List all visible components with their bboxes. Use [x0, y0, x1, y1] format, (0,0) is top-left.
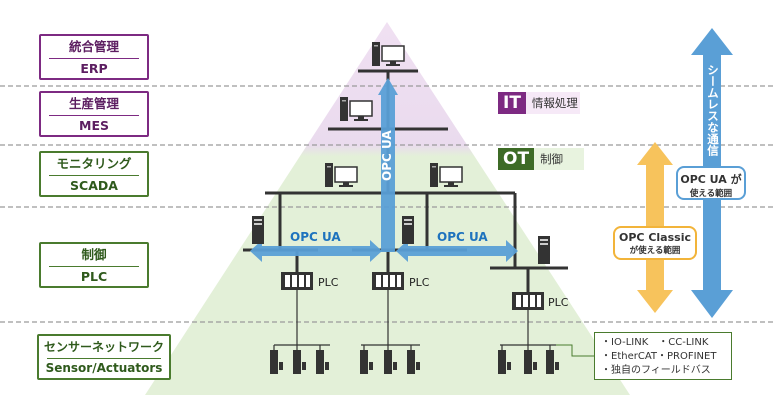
level-sensor: センサーネットワーク Sensor/Actuators [37, 334, 171, 380]
opc-ua-vertical-arrow [378, 78, 398, 252]
fieldbus-item: ・EtherCAT・PROFINET [601, 351, 717, 362]
level-erp: 統合管理 ERP [39, 34, 149, 80]
opc-ua-horizontal-label-right: OPC UA [437, 230, 488, 244]
ot-badge-text: 制御 [540, 152, 564, 166]
opc-ua-horizontal-arrow-right [396, 240, 518, 262]
level-mes: 生産管理 MES [39, 91, 149, 137]
desktop-computer-icon [430, 163, 463, 187]
plc-label: PLC [548, 296, 569, 309]
ot-badge: OT 制御 [498, 148, 584, 170]
plc-unit-icon [512, 292, 544, 310]
level-en-label: PLC [80, 269, 108, 284]
level-jp-label: 制御 [81, 247, 107, 262]
opc-classic-subtitle: が使える範囲 [629, 246, 681, 256]
desktop-computer-icon [372, 42, 405, 66]
desktop-computer-icon [325, 163, 358, 187]
opc-ua-range-title: OPC UA が [680, 173, 742, 186]
level-en-label: MES [79, 118, 109, 133]
server-tower-icon [538, 236, 550, 264]
seamless-communication-label: シームレスな通信 [706, 64, 720, 156]
opc-classic-title: OPC Classic [619, 231, 691, 244]
fieldbus-item: ・独自のフィールドバス [601, 365, 711, 376]
level-jp-label: センサーネットワーク [43, 340, 164, 354]
level-plc: 制御 PLC [39, 242, 149, 288]
opc-ua-range-box: OPC UA が 使える範囲 [676, 166, 746, 200]
opc-ua-range-subtitle: 使える範囲 [689, 189, 733, 199]
plc-label: PLC [409, 276, 430, 289]
plc-unit-icon [372, 272, 404, 290]
plc-unit-icon [281, 272, 313, 290]
sensor-device-icon [270, 350, 559, 374]
level-en-label: SCADA [70, 178, 118, 193]
server-tower-icon [402, 216, 414, 244]
level-jp-label: 生産管理 [68, 96, 119, 111]
field-wires [273, 290, 556, 350]
opc-ua-horizontal-label-left: OPC UA [290, 230, 341, 244]
desktop-computer-icon [340, 97, 373, 121]
level-jp-label: モニタリング [56, 156, 132, 171]
it-tag: IT [498, 92, 526, 114]
opc-ua-horizontal-arrow-left [250, 240, 382, 262]
level-scada: モニタリング SCADA [39, 151, 149, 197]
level-en-label: Sensor/Actuators [45, 361, 163, 375]
opc-classic-range-box: OPC Classic が使える範囲 [613, 226, 697, 260]
level-en-label: ERP [80, 61, 108, 76]
plc-label: PLC [318, 276, 339, 289]
server-tower-icon [252, 216, 264, 244]
it-badge-text: 情報処理 [531, 96, 578, 110]
it-badge: IT 情報処理 [498, 92, 580, 114]
fieldbus-item: ・IO-LINK ・CC-LINK [601, 337, 709, 348]
fieldbus-connector [556, 344, 594, 357]
opc-ua-vertical-label: OPC UA [380, 130, 394, 182]
ot-tag: OT [498, 148, 535, 170]
level-jp-label: 統合管理 [68, 39, 119, 54]
fieldbus-list-box: ・IO-LINK ・CC-LINK ・EtherCAT・PROFINET ・独自… [594, 332, 732, 380]
